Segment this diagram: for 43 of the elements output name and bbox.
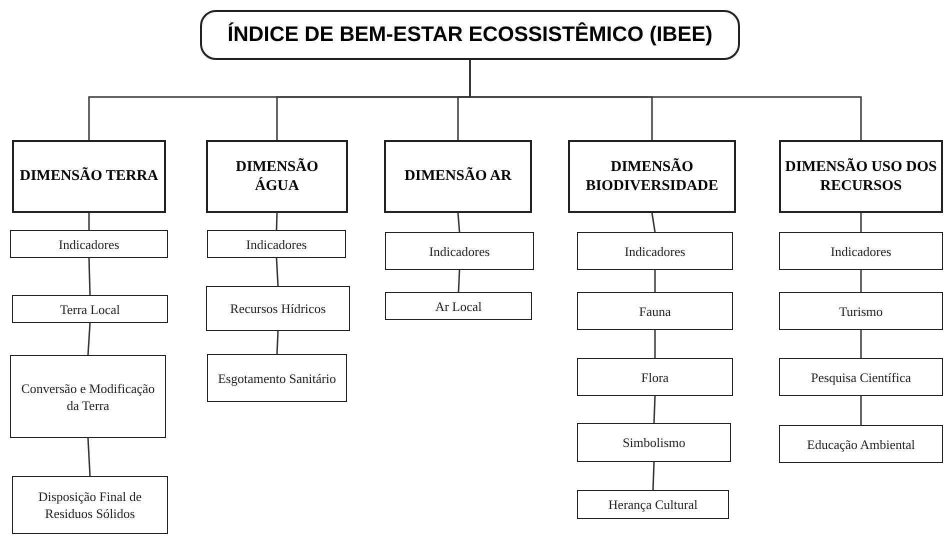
connector-line (276, 258, 279, 286)
connector-line (276, 212, 278, 230)
connector-line (654, 270, 656, 292)
indicator-box: Conversão e Modificação da Terra (10, 355, 166, 438)
connector-line (469, 60, 862, 140)
connector-line (87, 322, 91, 356)
dimension-box: DIMENSÃO AR (384, 140, 532, 213)
indicator-box: Indicadores (385, 232, 534, 270)
connector-line (88, 213, 90, 230)
connector-line (653, 396, 656, 424)
indicator-box: Indicadores (207, 230, 346, 258)
indicator-box: Pesquisa Científica (779, 358, 943, 396)
connector-line (87, 438, 91, 476)
title-box: ÍNDICE DE BEM-ESTAR ECOSSISTÊMICO (IBEE) (200, 10, 740, 60)
indicator-box: Educação Ambiental (779, 425, 943, 463)
dimension-box: DIMENSÃO BIODIVERSIDADE (568, 140, 736, 213)
connector-line (457, 212, 460, 232)
indicator-box: Simbolismo (577, 423, 731, 462)
connector-line (860, 330, 862, 358)
dimension-box: DIMENSÃO TERRA (12, 140, 166, 213)
connector-line (652, 462, 655, 490)
indicator-box: Esgotamento Sanitário (207, 354, 347, 402)
indicator-box: Ar Local (385, 292, 532, 320)
indicator-box: Flora (577, 358, 733, 396)
indicator-box: Indicadores (577, 232, 733, 270)
connector-line (651, 212, 656, 232)
indicator-box: Herança Cultural (577, 490, 729, 519)
indicator-box: Disposição Final de Residuos Sólidos (12, 476, 168, 534)
connector-line (860, 213, 862, 232)
indicator-box: Fauna (577, 292, 733, 330)
dimension-box: DIMENSÃO USO DOS RECURSOS (779, 140, 943, 213)
dimension-box: DIMENSÃO ÁGUA (206, 140, 348, 213)
connector-line (88, 258, 91, 296)
indicator-box: Indicadores (10, 230, 168, 258)
indicator-box: Turismo (779, 292, 943, 330)
connector-line (654, 330, 656, 358)
indicator-box: Indicadores (779, 232, 943, 270)
connector-line (276, 330, 279, 354)
indicator-box: Terra Local (12, 295, 168, 323)
connector-line (458, 270, 460, 292)
connector-line (860, 396, 862, 425)
indicator-box: Recursos Hídricos (206, 286, 350, 331)
connector-line (860, 270, 862, 292)
